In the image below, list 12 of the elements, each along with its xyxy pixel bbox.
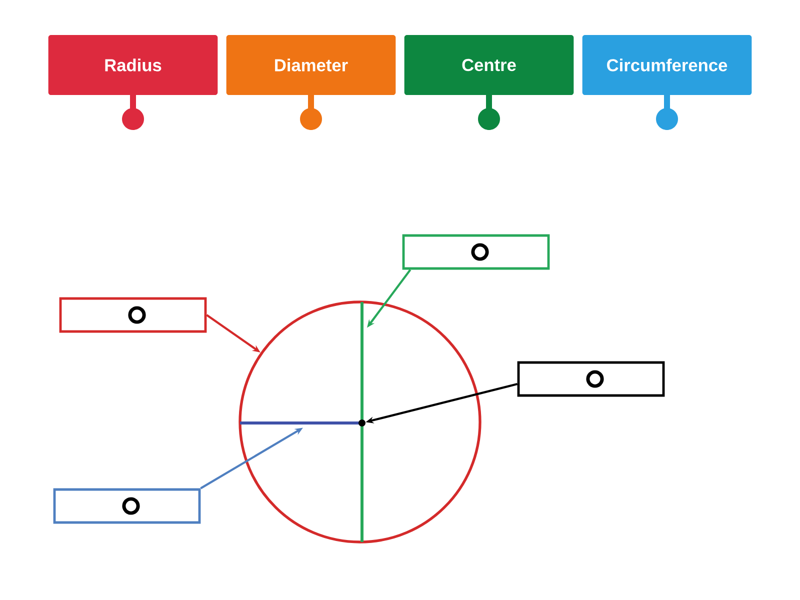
centre-dot [358, 420, 366, 426]
label-tag: Diameter [226, 35, 396, 95]
label-tag: Radius [48, 35, 218, 95]
circle-outline [238, 300, 482, 544]
answer-box [402, 234, 550, 270]
answer-box [53, 488, 201, 524]
label-tag: Centre [404, 35, 574, 95]
label-tag: Circumference [582, 35, 752, 95]
answer-box [59, 297, 207, 333]
line-segment [360, 302, 364, 542]
line-segment [240, 422, 360, 424]
answer-box [517, 361, 665, 397]
